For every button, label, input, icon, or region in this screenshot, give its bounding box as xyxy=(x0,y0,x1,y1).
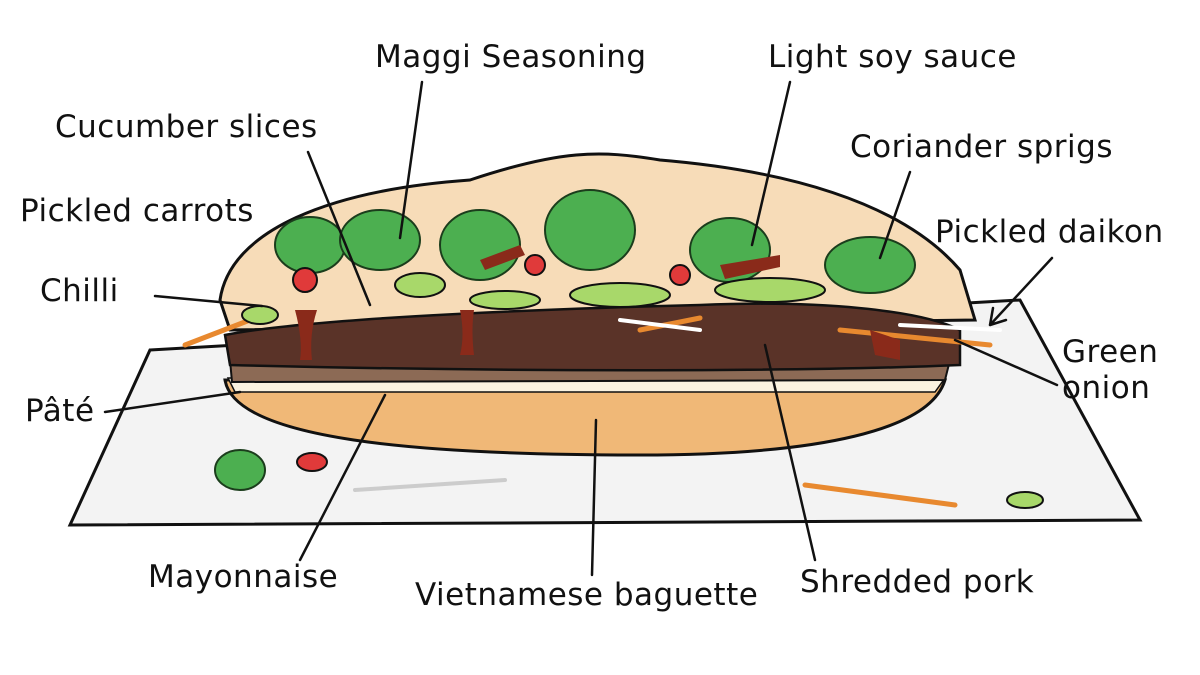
label-mayonnaise: Mayonnaise xyxy=(148,559,339,595)
mayo-leader xyxy=(298,393,387,562)
label-pickled-daikon: Pickled daikon xyxy=(935,214,1164,250)
baguette-bottom xyxy=(223,378,948,457)
label-green-onion: Green onion xyxy=(1062,334,1159,406)
label-vietnamese-baguette: Vietnamese baguette xyxy=(415,577,759,613)
maggi-leader xyxy=(398,80,424,240)
shredded-pork xyxy=(223,302,962,372)
green-onion-leader xyxy=(953,338,1059,387)
label-cucumber-slices: Cucumber slices xyxy=(55,109,318,145)
cucumber-leader xyxy=(306,150,372,307)
pork-leader xyxy=(763,343,817,562)
label-coriander-sprigs: Coriander sprigs xyxy=(850,129,1113,165)
coriander-leader xyxy=(878,170,912,260)
chilli-leader xyxy=(153,294,264,308)
label-light-soy-sauce: Light soy sauce xyxy=(768,39,1017,75)
daikon-leader xyxy=(988,256,1054,327)
baguette-leader xyxy=(590,418,598,577)
pickled-carrots xyxy=(182,315,993,508)
label-shredded-pork: Shredded pork xyxy=(800,564,1035,600)
label-chilli: Chilli xyxy=(40,273,119,309)
label-maggi-seasoning: Maggi Seasoning xyxy=(375,39,647,75)
leader-lines xyxy=(103,80,1059,577)
pate-leader xyxy=(103,390,242,414)
sauce-drips xyxy=(295,245,900,360)
soy-leader xyxy=(750,80,792,247)
label-green-onion-line2: onion xyxy=(1062,369,1151,406)
pickled-daikon xyxy=(353,318,1002,492)
label-green-onion-line1: Green xyxy=(1062,334,1159,370)
cucumber-slices xyxy=(241,272,1044,509)
label-pate: Pâté xyxy=(25,393,95,429)
chilli-slices xyxy=(292,254,691,472)
label-pickled-carrots: Pickled carrots xyxy=(20,193,254,229)
